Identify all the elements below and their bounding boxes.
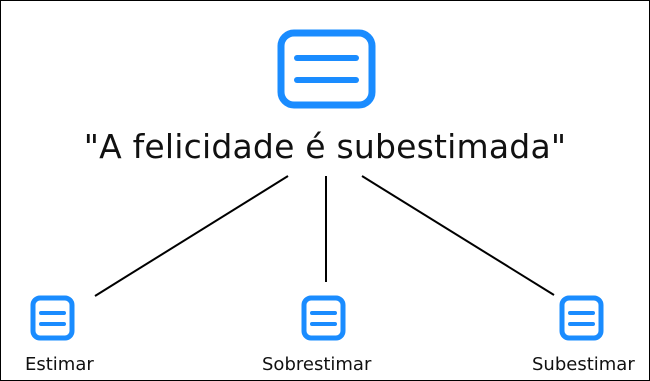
list-card-icon <box>277 29 376 109</box>
connector-line-subestimar <box>361 175 555 296</box>
child-node-label-estimar: Estimar <box>25 354 94 375</box>
connector-line-estimar <box>94 175 289 297</box>
child-node-label-subestimar: Subestimar <box>532 354 635 375</box>
child-node-label-sobrestimar: Sobrestimar <box>262 354 372 375</box>
root-node-label: "A felicidade é subestimada" <box>83 127 567 166</box>
list-card-icon <box>30 295 75 341</box>
list-card-icon <box>301 295 346 341</box>
list-card-icon <box>559 295 604 341</box>
